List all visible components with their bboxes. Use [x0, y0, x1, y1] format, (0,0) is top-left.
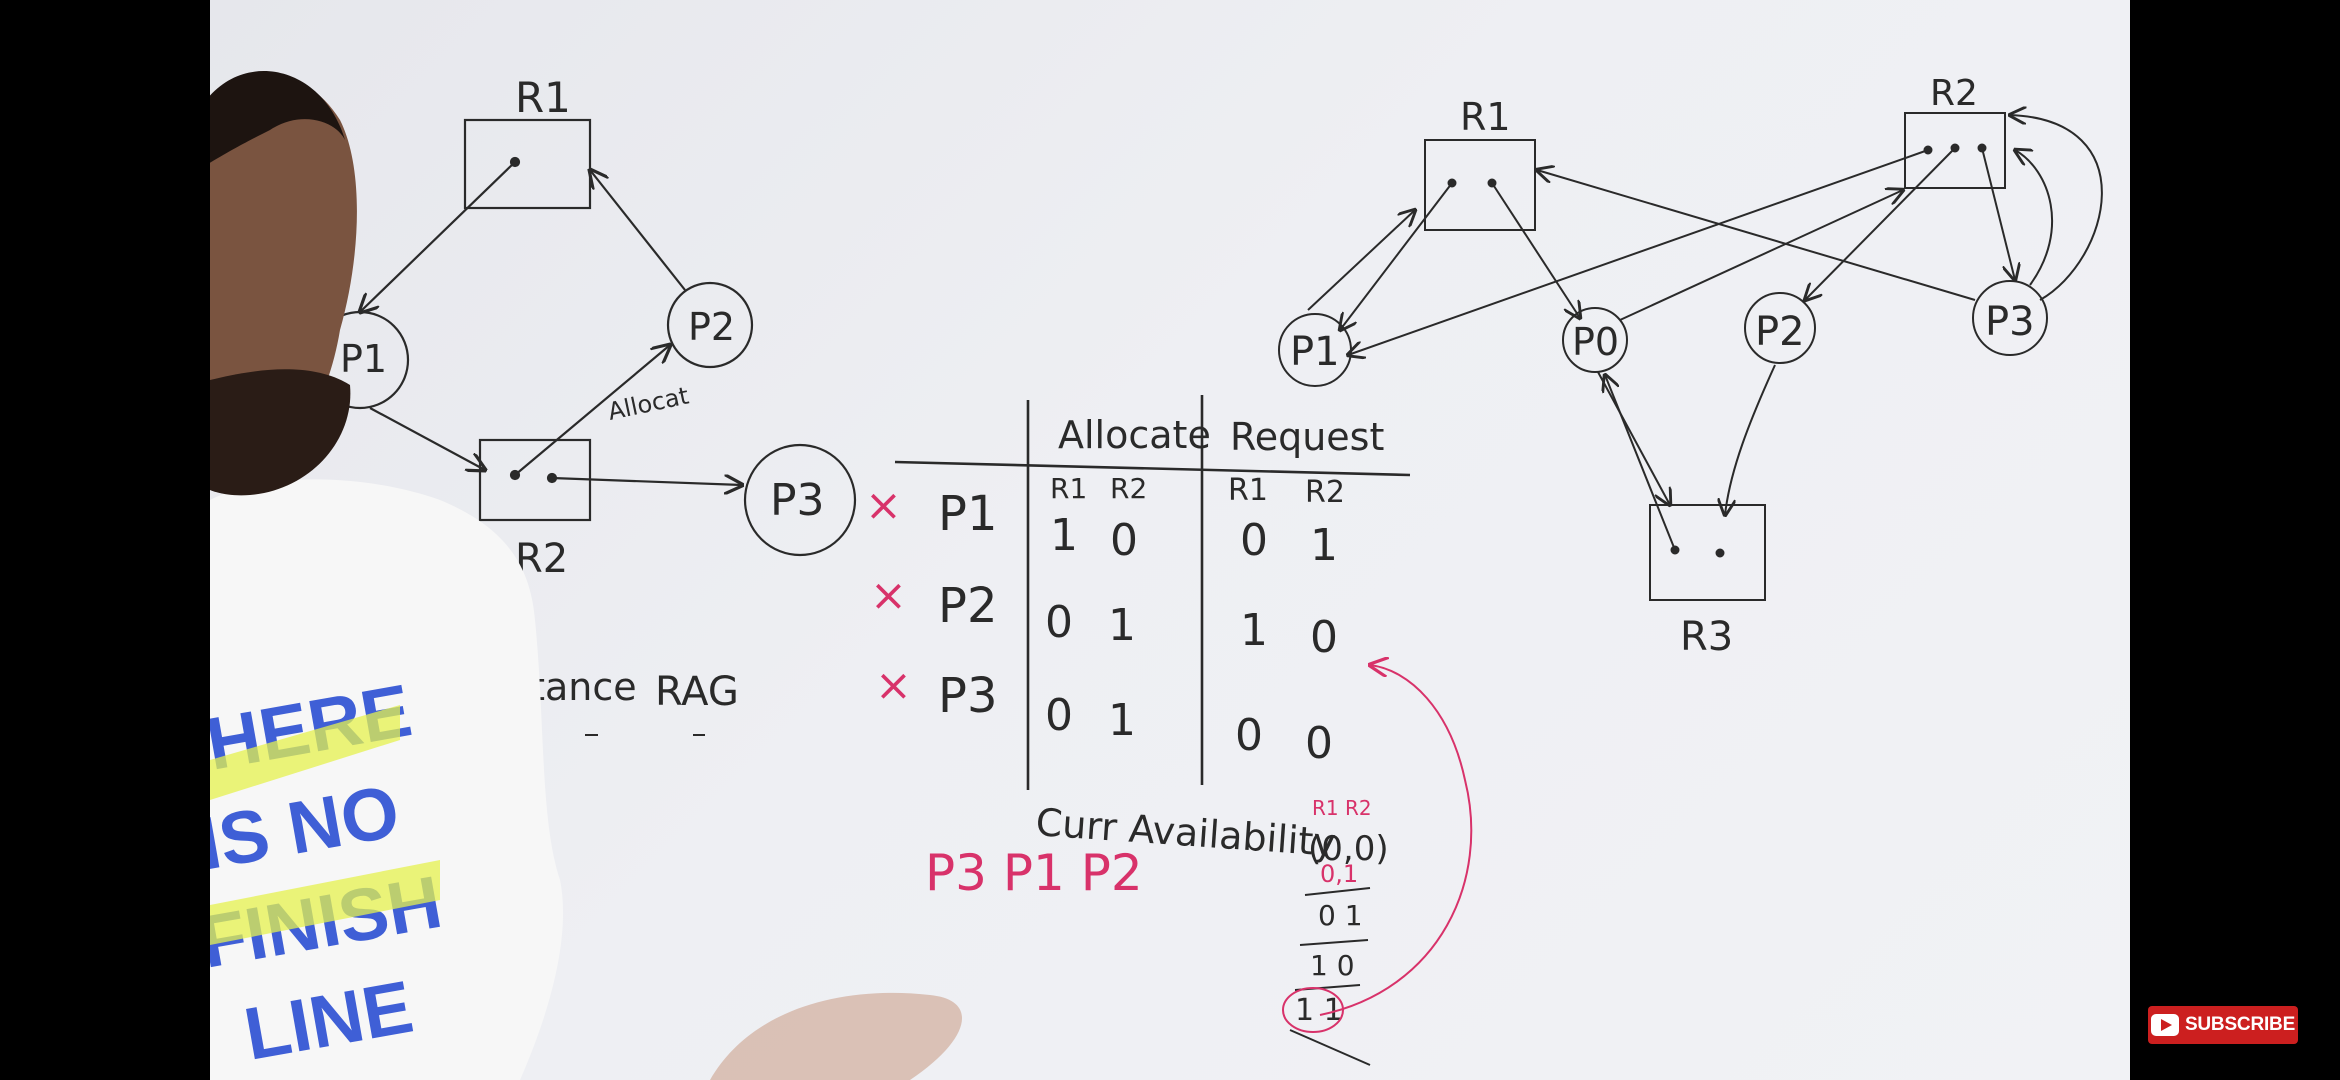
left-r1-label: R1 — [515, 73, 571, 122]
row-process: P3 — [938, 668, 997, 724]
edge — [1491, 182, 1580, 318]
whiteboard: R1 R2 P1 P2 P3 Allocat Instance RAG Allo… — [210, 71, 2103, 1080]
edge — [369, 407, 485, 470]
subscribe-button[interactable]: SUBSCRIBE — [2148, 1006, 2298, 1044]
row-process: P2 — [938, 578, 997, 634]
header-rule — [894, 460, 1411, 477]
row-mark: × — [870, 570, 907, 621]
left-resource-r1-box — [463, 118, 592, 210]
youtube-play-icon — [2150, 1014, 2179, 1036]
video-frame[interactable]: R1 R2 P1 P2 P3 Allocat Instance RAG Allo… — [210, 0, 2130, 1080]
cell: 0 — [1045, 597, 1073, 648]
left-process-p3-circle — [743, 443, 857, 557]
edge — [1597, 371, 1670, 505]
left-process-p2-circle — [666, 281, 754, 369]
req-r1-subheader: R1 — [1228, 473, 1268, 508]
sum-rule — [1299, 939, 1369, 946]
cell: 0 — [1310, 612, 1338, 663]
edge — [1348, 149, 1929, 355]
allocate-header: Allocate — [1058, 413, 1211, 457]
cell: 0 — [1240, 515, 1268, 566]
avail-value: (0,0) — [1308, 829, 1389, 869]
right-r2-label: R2 — [1930, 73, 1978, 114]
left-p3-label: P3 — [770, 475, 825, 526]
left-rag — [310, 118, 857, 557]
right-resource-r3-box — [1649, 504, 1766, 601]
rag-note: RAG — [655, 669, 739, 715]
edge — [1619, 190, 1903, 321]
row-mark: × — [875, 660, 912, 711]
edge — [1605, 375, 1676, 551]
shirt-highlight — [210, 860, 440, 945]
row-mark: × — [865, 480, 902, 531]
cell: 1 — [1050, 510, 1078, 561]
shirt-highlight — [210, 705, 400, 800]
edge — [2015, 150, 2053, 286]
edge — [360, 161, 516, 312]
edge — [1725, 364, 1776, 515]
right-process-p0-circle — [1562, 307, 1628, 373]
right-r1-label: R1 — [1460, 95, 1511, 139]
edge — [1981, 147, 2015, 280]
right-p1-label: P1 — [1290, 329, 1340, 375]
edge — [1805, 147, 1956, 300]
avail-value: 1 0 — [1310, 949, 1355, 982]
left-resource-r2-box — [478, 438, 592, 522]
cell: 0 — [1110, 515, 1138, 566]
avail-value: 0 1 — [1318, 899, 1363, 932]
banker-table-grid — [894, 395, 1411, 790]
request-header: Request — [1230, 415, 1384, 459]
cell: 0 — [1235, 710, 1263, 761]
right-resource-r1-box — [1424, 139, 1536, 231]
cell: 0 — [1045, 690, 1073, 741]
edge — [551, 478, 742, 485]
edge — [2010, 115, 2103, 301]
right-p2-label: P2 — [1755, 309, 1805, 355]
cell: 1 — [1108, 695, 1136, 746]
cell: 1 — [1240, 605, 1268, 656]
req-r2-subheader: R2 — [1305, 475, 1345, 510]
left-p2-label: P2 — [688, 305, 735, 349]
presenter: HERE IS NO FINISH LINE — [210, 71, 963, 1080]
presenter-hair — [210, 71, 345, 163]
alloc-r1-subheader: R1 — [1050, 472, 1087, 505]
circled-final-availability — [1282, 987, 1344, 1033]
avail-headers: R1 R2 — [1312, 796, 1372, 820]
edge — [1307, 210, 1415, 311]
right-resource-r2-box — [1904, 112, 2006, 189]
row-process: P1 — [938, 486, 997, 542]
alloc-r2-subheader: R2 — [1110, 472, 1147, 505]
subscribe-label: SUBSCRIBE — [2184, 1014, 2296, 1035]
sum-rule — [1289, 1029, 1371, 1066]
right-r3-label: R3 — [1680, 614, 1733, 660]
presenter-hand — [710, 992, 963, 1080]
cell: 0 — [1305, 718, 1333, 769]
right-p0-label: P0 — [1572, 320, 1619, 364]
cell: 1 — [1108, 600, 1136, 651]
safe-sequence: P3 P1 P2 — [925, 844, 1143, 902]
edge — [1537, 170, 1976, 301]
presenter-shirt — [210, 479, 564, 1080]
right-rag — [1278, 112, 2103, 601]
cell: 1 — [1310, 520, 1338, 571]
red-arrow — [1319, 665, 1473, 1016]
right-p3-label: P3 — [1985, 299, 2035, 345]
edge — [514, 345, 670, 476]
avail-value: 0,1 — [1320, 860, 1358, 888]
edge — [1340, 182, 1453, 330]
right-process-p2-circle — [1744, 292, 1816, 364]
edge — [590, 170, 686, 291]
instance-dot — [1715, 548, 1725, 558]
sum-rule — [1304, 887, 1371, 896]
left-p1-label: P1 — [340, 337, 387, 381]
presenter-beard — [210, 369, 351, 496]
